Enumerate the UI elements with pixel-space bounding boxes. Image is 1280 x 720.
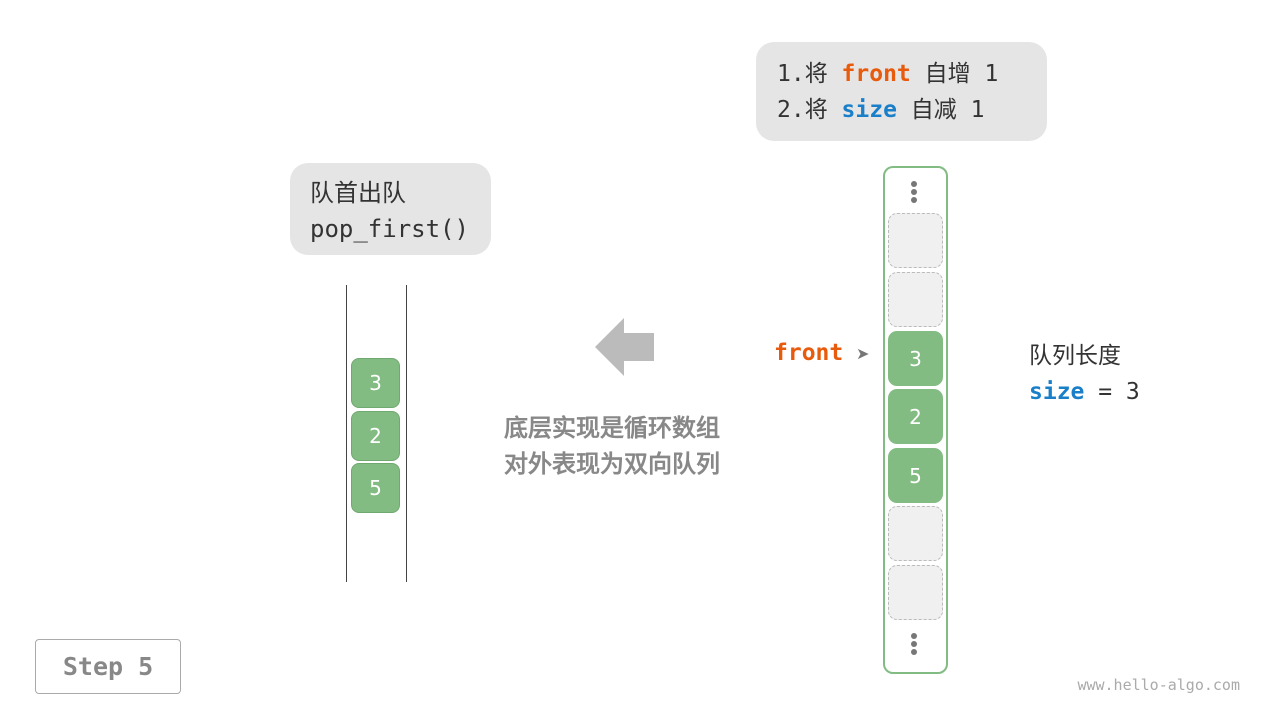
array-slot-empty: [888, 565, 943, 620]
front-pointer-label: front: [774, 340, 844, 366]
caption-line-2: 对外表现为双向队列: [504, 450, 720, 478]
operation-method: pop_first(): [310, 215, 469, 243]
note-bubble: 1.将 front 自增 1 2.将 size 自减 1: [756, 42, 1047, 141]
note-line-1-prefix: 1.将: [777, 61, 842, 87]
deque-cell: 2: [351, 411, 400, 461]
caption-line-1: 底层实现是循环数组: [504, 414, 720, 442]
note-line-1-keyword: front: [841, 61, 911, 87]
operation-title: 队首出队: [310, 179, 406, 207]
operation-bubble: 队首出队 pop_first(): [290, 163, 491, 255]
array-frame: [883, 166, 948, 674]
note-line-2-suffix: 自减 1: [896, 97, 985, 123]
note-line-1-suffix: 自增 1: [910, 61, 999, 87]
deque-cell: 5: [351, 463, 400, 513]
step-indicator: Step 5: [35, 639, 181, 694]
array-slot-empty: [888, 506, 943, 561]
caption: 底层实现是循环数组 对外表现为双向队列: [504, 410, 764, 482]
array-slot-empty: [888, 213, 943, 268]
queue-length-label: 队列长度: [1029, 343, 1121, 369]
array-bottom-ellipsis-icon: [906, 631, 922, 657]
note-line-1: 1.将 front 自增 1: [777, 56, 1026, 92]
array-slot: 2: [888, 389, 943, 444]
note-line-2-keyword: size: [841, 97, 897, 123]
size-value: = 3: [1084, 379, 1140, 405]
front-pointer-arrow-icon: ➤: [856, 344, 870, 363]
queue-length-value: size = 3: [1029, 374, 1140, 410]
array-slot-empty: [888, 272, 943, 327]
deque-cell: 3: [351, 358, 400, 408]
note-line-2: 2.将 size 自减 1: [777, 92, 1026, 128]
left-arrow-icon: [595, 318, 654, 376]
watermark: www.hello-algo.com: [1077, 676, 1240, 694]
array-top-ellipsis-icon: [906, 179, 922, 205]
array-slot: 3: [888, 331, 943, 386]
deque-right-wall: [406, 285, 407, 582]
deque-left-wall: [346, 285, 347, 582]
array-slot: 5: [888, 448, 943, 503]
note-line-2-prefix: 2.将: [777, 97, 842, 123]
size-keyword: size: [1029, 379, 1085, 405]
